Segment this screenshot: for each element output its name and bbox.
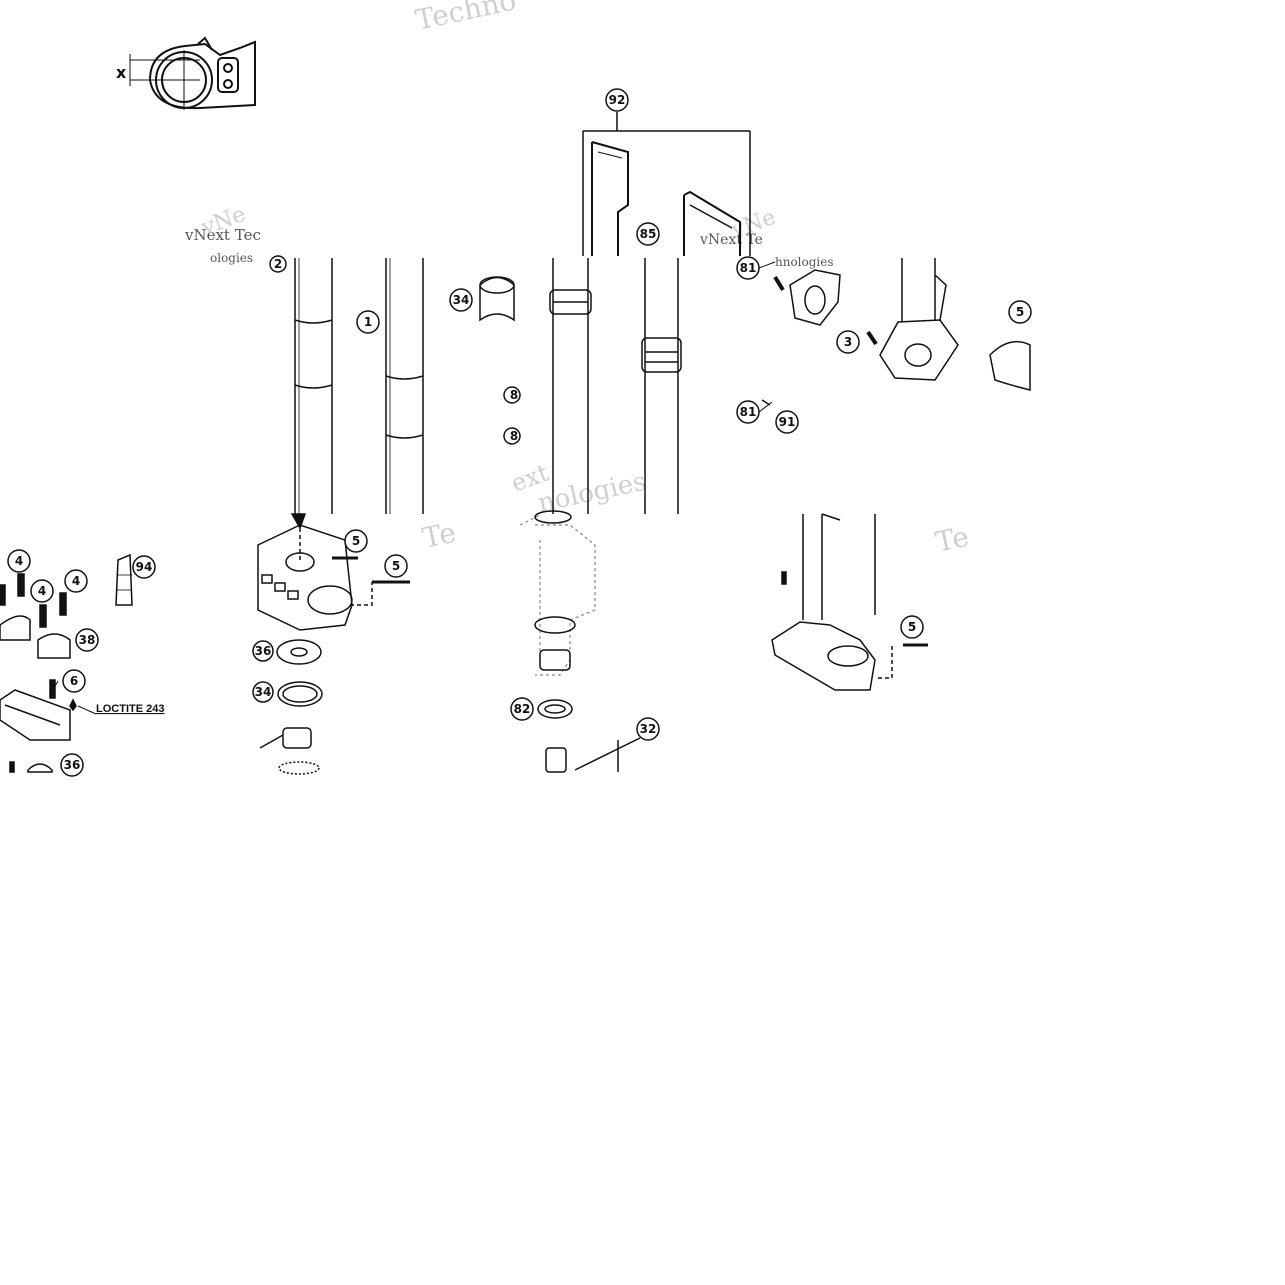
callout: 82 <box>510 697 534 721</box>
callout: 6 <box>62 669 86 693</box>
watermark: Techno <box>413 0 519 37</box>
svg-text:81: 81 <box>740 261 757 275</box>
fork-inner-tubes <box>549 258 771 514</box>
callout: 4 <box>30 579 54 603</box>
callout: 3 <box>836 330 860 354</box>
callout: 36 <box>252 640 274 662</box>
callout: 81 <box>736 256 760 280</box>
svg-text:91: 91 <box>779 415 796 429</box>
svg-text:81: 81 <box>740 405 757 419</box>
callout: 36 <box>60 753 84 777</box>
callout: 91 <box>775 410 799 434</box>
svg-text:3: 3 <box>844 335 852 349</box>
svg-text:5: 5 <box>352 534 360 548</box>
watermark: vNext Te <box>699 232 763 248</box>
callout: 4 <box>7 549 31 573</box>
svg-text:6: 6 <box>70 674 78 688</box>
svg-text:92: 92 <box>609 93 626 107</box>
handlebar-clamp-hardware <box>0 553 133 773</box>
upper-triple-clamp <box>257 513 410 775</box>
svg-text:36: 36 <box>255 644 272 658</box>
svg-text:85: 85 <box>640 227 657 241</box>
callout: 34 <box>252 681 274 703</box>
watermark: vNext Tec <box>184 226 261 244</box>
callout: 8 <box>503 427 521 445</box>
callout: 38 <box>75 628 99 652</box>
watermark: hnologies <box>775 255 834 269</box>
callout: 8 <box>503 386 521 404</box>
svg-text:8: 8 <box>510 388 518 402</box>
callout: 5 <box>900 615 924 639</box>
callout: 4 <box>64 569 88 593</box>
callout: 2 <box>269 255 287 273</box>
fork-foot-clamps <box>773 258 1031 391</box>
callout: 5 <box>344 529 368 553</box>
svg-text:34: 34 <box>255 685 272 699</box>
callout: 34 <box>449 288 473 312</box>
callout: 81 <box>736 400 760 424</box>
callout-layer: 92 85 81 34 1 3 5 81 91 8 8 4 4 4 94 38 … <box>7 88 1032 777</box>
svg-text:2: 2 <box>274 257 282 271</box>
svg-text:94: 94 <box>136 560 153 574</box>
svg-text:82: 82 <box>514 702 531 716</box>
svg-text:36: 36 <box>64 758 81 772</box>
svg-text:4: 4 <box>38 584 46 598</box>
dimension-x-label: x <box>116 63 127 82</box>
lower-triple-clamp <box>771 513 928 691</box>
clamp-detail-drawing <box>129 36 256 110</box>
callout: 92 <box>605 88 629 112</box>
callout: 32 <box>636 717 660 741</box>
callout: 94 <box>132 555 156 579</box>
callout: 5 <box>384 554 408 578</box>
callout: 85 <box>636 222 660 246</box>
svg-text:8: 8 <box>510 429 518 443</box>
svg-text:1: 1 <box>364 315 372 329</box>
svg-text:34: 34 <box>453 293 470 307</box>
callout: 5 <box>1008 300 1032 324</box>
steering-stem <box>519 514 596 676</box>
watermark-layer: Techno vNext Tec vNe ologies vNe vNext T… <box>184 0 972 559</box>
leader-lines <box>53 261 776 689</box>
fork-guard-box <box>582 112 751 256</box>
svg-text:4: 4 <box>72 574 80 588</box>
svg-text:5: 5 <box>908 620 916 634</box>
loctite-note: LOCTITE 243 <box>96 703 164 715</box>
watermark: ologies <box>210 251 253 265</box>
fork-tube-left-pair <box>294 258 515 514</box>
callout: 1 <box>356 310 380 334</box>
svg-text:5: 5 <box>1016 305 1024 319</box>
svg-text:32: 32 <box>640 722 657 736</box>
svg-text:4: 4 <box>15 554 23 568</box>
svg-text:38: 38 <box>79 633 96 647</box>
svg-text:5: 5 <box>392 559 400 573</box>
watermark: Te <box>933 520 972 559</box>
stem-bearings <box>534 510 641 773</box>
watermark: Te <box>420 516 459 555</box>
